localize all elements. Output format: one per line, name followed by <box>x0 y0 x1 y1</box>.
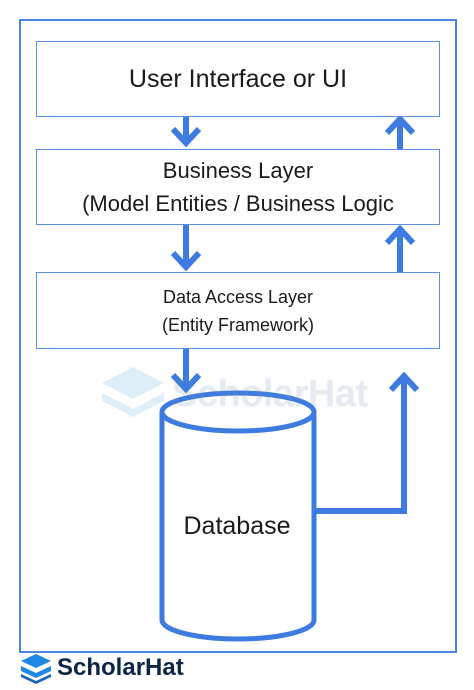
brand-name: ScholarHat <box>57 654 184 681</box>
arrow-dal-to-business <box>384 224 416 272</box>
data-access-layer-box: Data Access Layer (Entity Framework) <box>36 272 440 349</box>
arrow-ui-to-business <box>170 117 202 148</box>
database-cylinder <box>159 390 317 642</box>
scholarhat-logo-icon <box>21 654 51 684</box>
scholarhat-watermark-icon <box>102 367 164 417</box>
diagram-frame <box>19 19 457 653</box>
arrow-business-to-ui <box>384 114 416 149</box>
arrow-database-to-dal <box>313 371 420 514</box>
business-layer-box: Business Layer (Model Entities / Busines… <box>36 149 440 225</box>
arrow-dal-to-database <box>170 349 202 394</box>
business-layer-subtitle: (Model Entities / Business Logic <box>82 191 394 216</box>
database-label: Database <box>183 512 291 540</box>
data-access-layer-subtitle: (Entity Framework) <box>161 314 314 335</box>
watermark: ScholarHat <box>100 365 420 425</box>
business-layer-title: Business Layer <box>162 158 314 183</box>
arrow-business-to-dal <box>170 225 202 272</box>
scholarhat-logo: ScholarHat <box>20 652 220 686</box>
data-access-layer-title: Data Access Layer <box>162 286 314 307</box>
ui-layer-box: User Interface or UI <box>36 41 440 117</box>
watermark-text: ScholarHat <box>172 373 368 415</box>
ui-layer-label: User Interface or UI <box>128 64 348 93</box>
